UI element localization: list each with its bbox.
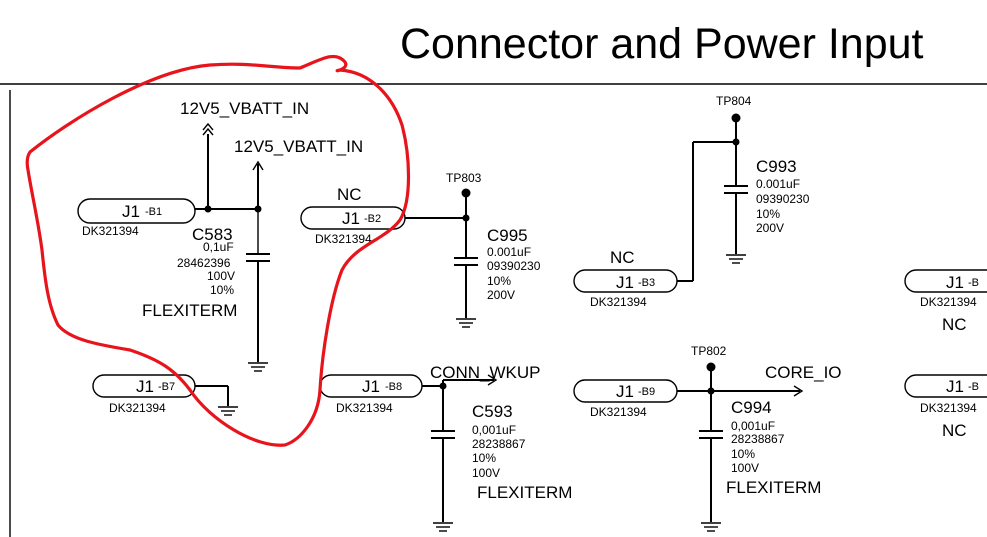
ground-symbol: [248, 362, 268, 372]
cap-tolerance: 10%: [731, 447, 755, 461]
ground-symbol: [456, 318, 476, 328]
net-label-vbatt-in: 12V5_VBATT_IN: [234, 137, 363, 156]
red-markup-annotation: [25, 54, 411, 447]
connector-ref: J1: [616, 382, 634, 401]
capacitor-c995: C995 0.001uF 09390230 10% 200V: [454, 218, 541, 318]
cap-footprint: FLEXITERM: [477, 483, 572, 502]
net-port-conn-wkup: CONN_WKUP: [430, 363, 541, 386]
net-label-nc: NC: [942, 315, 967, 334]
ground-symbol: [218, 406, 238, 416]
cap-voltage: 200V: [487, 288, 515, 302]
cap-ref: C994: [731, 398, 772, 417]
net-label-conn-wkup: CONN_WKUP: [430, 363, 541, 382]
cap-value: 0.001uF: [756, 177, 800, 191]
connector-j1-b1[interactable]: J1 -B1 DK321394: [77, 198, 196, 238]
cap-tolerance: 10%: [472, 451, 496, 465]
connector-j1-b9[interactable]: J1 -B9 DK321394: [573, 379, 678, 419]
connector-right-upper[interactable]: J1 -B DK321394: [904, 269, 987, 309]
net-label-nc: NC: [337, 185, 362, 204]
cap-ref: C583: [192, 225, 233, 244]
capacitor-c593: C593 0,001uF 28238867 10% 100V FLEXITERM: [431, 386, 572, 522]
connector-j1-b8[interactable]: J1 -B8 DK321394: [319, 374, 423, 415]
power-port-vbatt-1: 12V5_VBATT_IN: [180, 99, 309, 136]
connector-part: DK321394: [109, 401, 166, 415]
connector-part: DK321394: [82, 224, 139, 238]
power-port-vbatt-2: 12V5_VBATT_IN: [234, 137, 363, 171]
connector-part: DK321394: [920, 401, 977, 415]
cap-part: 28238867: [472, 437, 526, 451]
cap-part: 28462396: [177, 256, 231, 270]
cap-part: 28238867: [731, 432, 785, 446]
cap-tolerance: 10%: [756, 207, 780, 221]
cap-voltage: 100V: [472, 466, 500, 480]
test-point-label: TP802: [691, 344, 727, 358]
ground-symbol: [433, 522, 453, 532]
test-point-tp802: TP802: [691, 344, 727, 391]
net-label-nc: NC: [942, 421, 967, 440]
connector-part: DK321394: [590, 295, 647, 309]
ground-symbol: [701, 522, 721, 532]
cap-part: 09390230: [756, 192, 810, 206]
test-point-label: TP803: [446, 171, 482, 185]
connector-j1-b2[interactable]: J1 -B2 DK321394: [300, 206, 406, 246]
connector-ref: J1: [122, 202, 140, 221]
connector-right-lower[interactable]: J1 -B DK321394: [904, 374, 987, 415]
connector-ref: J1: [946, 273, 964, 292]
connector-ref: J1: [946, 377, 964, 396]
net-label-vbatt-in: 12V5_VBATT_IN: [180, 99, 309, 118]
cap-footprint: FLEXITERM: [726, 478, 821, 497]
net-port-core-io: CORE_IO: [765, 363, 842, 397]
connector-part: DK321394: [920, 295, 977, 309]
cap-ref: C593: [472, 402, 513, 421]
sheet-title: Connector and Power Input: [400, 20, 924, 68]
cap-footprint: FLEXITERM: [142, 301, 237, 320]
test-point-tp804: TP804: [716, 94, 752, 142]
connector-pin: -B7: [158, 381, 175, 393]
test-point-label: TP804: [716, 94, 752, 108]
capacitor-c993: C993 0.001uF 09390230 10% 200V: [724, 142, 810, 254]
connector-part: DK321394: [336, 401, 393, 415]
connector-ref: J1: [616, 273, 634, 292]
cap-voltage: 100V: [731, 461, 759, 475]
connector-part: DK321394: [590, 405, 647, 419]
cap-value: 0,1uF: [203, 240, 234, 254]
connector-ref: J1: [136, 377, 154, 396]
ground-symbol: [726, 254, 746, 264]
cap-tolerance: 10%: [210, 283, 234, 297]
connector-pin: -B: [968, 381, 979, 393]
cap-value: 0,001uF: [472, 423, 516, 437]
connector-j1-b7[interactable]: J1 -B7 DK321394: [92, 374, 196, 415]
connector-part: DK321394: [315, 232, 372, 246]
cap-tolerance: 10%: [487, 274, 511, 288]
connector-pin: -B1: [145, 206, 162, 218]
cap-value: 0.001uF: [487, 245, 531, 259]
cap-ref: C993: [756, 157, 797, 176]
connector-pin: -B2: [364, 213, 381, 225]
connector-pin: -B8: [385, 381, 402, 393]
cap-part: 09390230: [487, 259, 541, 273]
cap-value: 0,001uF: [731, 419, 775, 433]
capacitor-c583: C583 0,1uF 28462396 100V 10% FLEXITERM: [142, 209, 270, 362]
connector-j1-b3[interactable]: J1 -B3 DK321394: [573, 269, 678, 309]
cap-voltage: 100V: [207, 269, 235, 283]
connector-pin: -B: [968, 277, 979, 289]
cap-voltage: 200V: [756, 221, 784, 235]
capacitor-c994: C994 0,001uF 28238867 10% 100V FLEXITERM: [699, 391, 821, 522]
net-label-core-io: CORE_IO: [765, 363, 842, 382]
connector-ref: J1: [342, 209, 360, 228]
connector-ref: J1: [362, 377, 380, 396]
connector-pin: -B3: [638, 277, 655, 289]
net-label-nc: NC: [610, 248, 635, 267]
test-point-tp803: TP803: [446, 171, 482, 218]
cap-ref: C995: [487, 226, 528, 245]
connector-pin: -B9: [638, 386, 655, 398]
